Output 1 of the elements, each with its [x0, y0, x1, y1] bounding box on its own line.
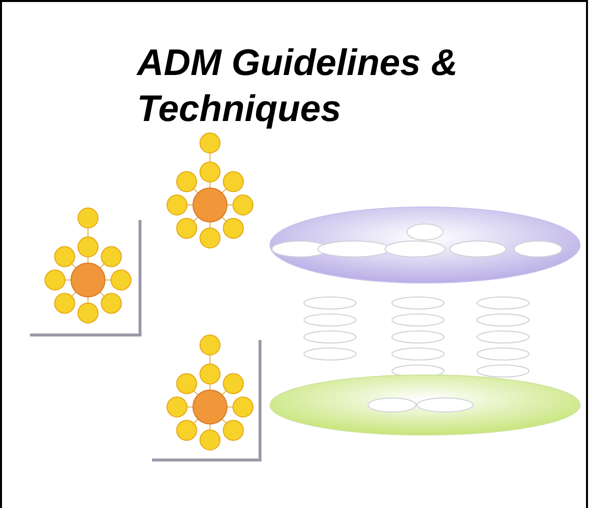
title: ADM Guidelines & Techniques [137, 41, 459, 131]
